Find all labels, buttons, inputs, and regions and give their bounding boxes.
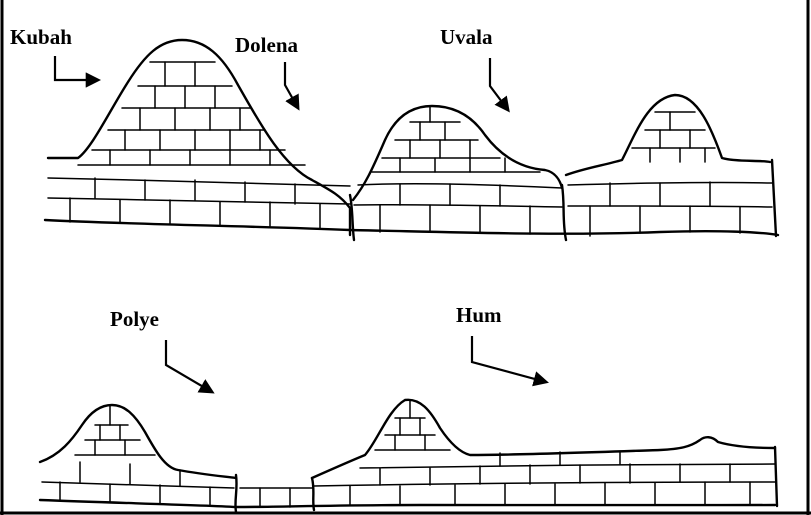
bottom-right-edge: [775, 447, 777, 506]
arrow-polye: [166, 340, 212, 392]
label-hum-group: Hum: [456, 303, 546, 382]
label-hum: Hum: [456, 303, 502, 327]
bottom-stratum-1: [42, 482, 234, 488]
top-base-line: [45, 220, 778, 235]
label-dolena: Dolena: [235, 33, 299, 57]
hum-crack: [312, 478, 314, 510]
bottom-stratum-3: [360, 464, 775, 468]
arrow-kubah: [55, 56, 98, 80]
label-kubah: Kubah: [10, 25, 72, 49]
top-stratum-4: [354, 205, 562, 207]
label-polye: Polye: [110, 307, 159, 331]
top-right-edge: [772, 160, 776, 236]
right-dome: [566, 95, 770, 175]
top-stratum-2: [48, 198, 350, 204]
bottom-base-line: [40, 500, 775, 507]
label-kubah-group: Kubah: [10, 25, 98, 80]
top-panel: [45, 40, 778, 240]
top-stratum-1: [48, 178, 350, 186]
label-uvala: Uvala: [440, 25, 493, 49]
label-uvala-group: Uvala: [440, 25, 508, 110]
arrow-hum: [472, 336, 546, 382]
top-stratum-6: [568, 206, 772, 207]
bottom-bricks: [60, 400, 750, 507]
top-stratum-3: [358, 184, 562, 188]
bottom-stratum-2: [314, 482, 775, 486]
uvala-crack: [562, 185, 566, 240]
label-polye-group: Polye: [110, 307, 212, 392]
kubah-dome: [48, 40, 350, 235]
arrow-dolena: [285, 62, 298, 108]
arrow-uvala: [490, 58, 508, 110]
bottom-panel: [40, 400, 777, 512]
polye-left-hill: [40, 405, 236, 478]
kubah-bricks: [78, 62, 305, 165]
top-ground-bricks: [70, 178, 740, 236]
top-stratum-5: [568, 183, 772, 185]
